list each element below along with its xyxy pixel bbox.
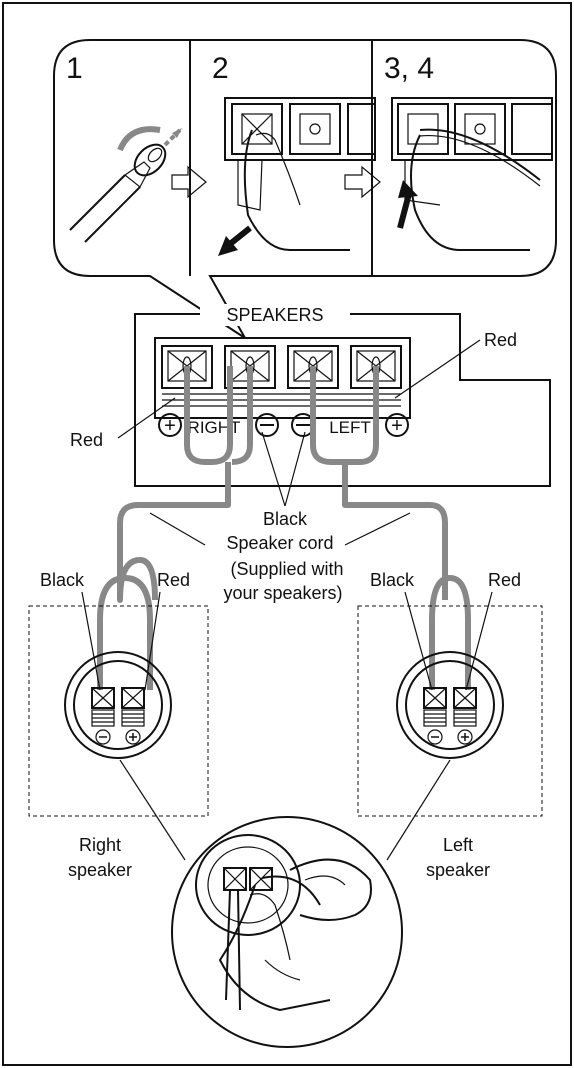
arrow-step-2-to-3-icon	[344, 165, 381, 199]
speaker-cords	[97, 366, 471, 690]
left-speaker-name-line-2: speaker	[426, 860, 490, 880]
right-speaker-red-label: Red	[157, 570, 190, 590]
speaker-cord-callout: Speaker cord	[226, 533, 333, 553]
step-1-label: 1	[66, 52, 83, 85]
zoom-callout-lines	[119, 759, 451, 861]
svg-text:+: +	[391, 415, 403, 437]
speaker-terminal-block	[154, 337, 411, 419]
speakers-title: SPEAKERS	[226, 305, 323, 325]
arrow-step-1-to-2-icon	[171, 165, 207, 199]
svg-text:+: +	[164, 415, 176, 437]
red-callout-left: Red	[70, 430, 103, 450]
step-2-press-lever-illustration	[218, 97, 376, 256]
left-channel-label: LEFT	[329, 418, 371, 437]
right-speaker-name-line-2: speaker	[68, 860, 132, 880]
right-speaker-outline	[28, 605, 209, 817]
black-callout-middle: Black	[263, 509, 308, 529]
receiver-terminals	[161, 345, 402, 407]
speakers-title-bg	[200, 304, 350, 326]
supplied-note-line-2: your speakers)	[223, 583, 342, 603]
receiver-rear-panel	[134, 313, 551, 487]
step-1-twist-wire-illustration	[69, 126, 184, 243]
step-3-4-label: 3, 4	[384, 52, 434, 85]
right-speaker-black-label: Black	[40, 570, 85, 590]
minus-symbol-right-icon	[255, 413, 279, 437]
left-speaker-terminal-plate	[396, 651, 504, 759]
plus-symbol-right-icon: +	[158, 413, 182, 437]
plus-symbol-left-icon: +	[385, 413, 409, 437]
right-speaker-terminal-plate	[64, 651, 172, 759]
right-speaker-name-line-1: Right	[79, 835, 121, 855]
left-speaker-name-line-1: Left	[443, 835, 473, 855]
supplied-note-line-1: (Supplied with	[230, 559, 343, 579]
zoom-detail-connecting-wire	[171, 816, 403, 1048]
step-2-label: 2	[212, 52, 229, 85]
red-callout-top-right: Red	[484, 330, 517, 350]
left-speaker-red-label: Red	[488, 570, 521, 590]
left-speaker-black-label: Black	[370, 570, 415, 590]
step-3-4-insert-wire-illustration	[391, 97, 553, 251]
left-speaker-outline	[357, 605, 543, 817]
steps-callout-bubble	[53, 39, 557, 339]
